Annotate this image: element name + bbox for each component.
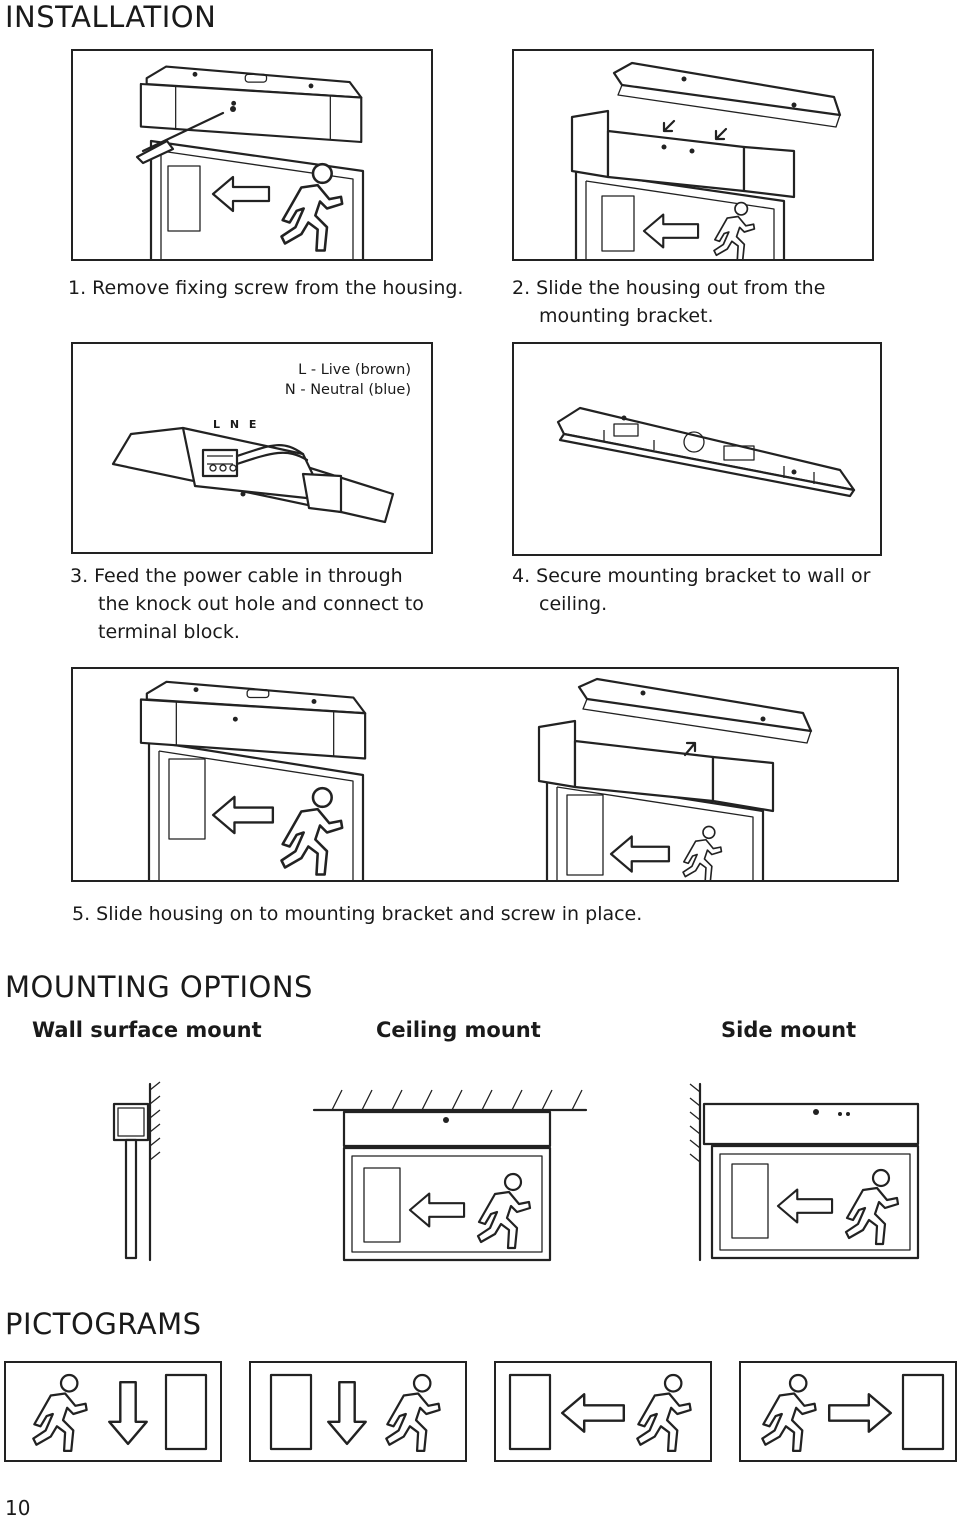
step2-caption: 2. Slide the housing out from the mounti… (512, 277, 826, 327)
neutral-wire-note: N - Neutral (blue) (284, 382, 411, 398)
step3-illustration: L - Live (brown) N - Neutral (blue) L N … (71, 342, 433, 554)
wiring-note: L - Live (brown) N - Neutral (blue) (285, 360, 411, 400)
ceiling-mount-illustration (312, 1089, 588, 1262)
installation-heading: INSTALLATION (5, 0, 217, 34)
side-mount-label: Side mount (721, 1018, 857, 1042)
pictogram-door-left-runner (494, 1361, 712, 1462)
step1-illustration (71, 49, 433, 261)
pictogram-runner-right-door (739, 1361, 957, 1462)
step5-caption: 5. Slide housing on to mounting bracket … (72, 903, 643, 925)
pictograms-heading: PICTOGRAMS (5, 1307, 202, 1341)
step4-caption: 4. Secure mounting bracket to wall or ce… (512, 565, 871, 615)
step5-illustration (71, 667, 899, 882)
step4-illustration (512, 342, 882, 556)
step1-caption: 1. Remove fixing screw from the housing. (68, 277, 464, 299)
terminal-labels: L N E (213, 418, 260, 431)
ceiling-mount-label: Ceiling mount (376, 1018, 541, 1042)
wall-mount-illustration (112, 1081, 161, 1262)
live-wire-note: L - Live (brown) (298, 362, 411, 378)
step2-illustration (512, 49, 874, 261)
mounting-heading: MOUNTING OPTIONS (5, 970, 313, 1004)
step3-caption: 3. Feed the power cable in through the k… (70, 565, 424, 643)
pictogram-door-down-runner (249, 1361, 467, 1462)
page-number: 10 (5, 1496, 31, 1520)
side-mount-illustration (689, 1082, 920, 1262)
wall-mount-label: Wall surface mount (32, 1018, 262, 1042)
pictogram-runner-down-door (4, 1361, 222, 1462)
